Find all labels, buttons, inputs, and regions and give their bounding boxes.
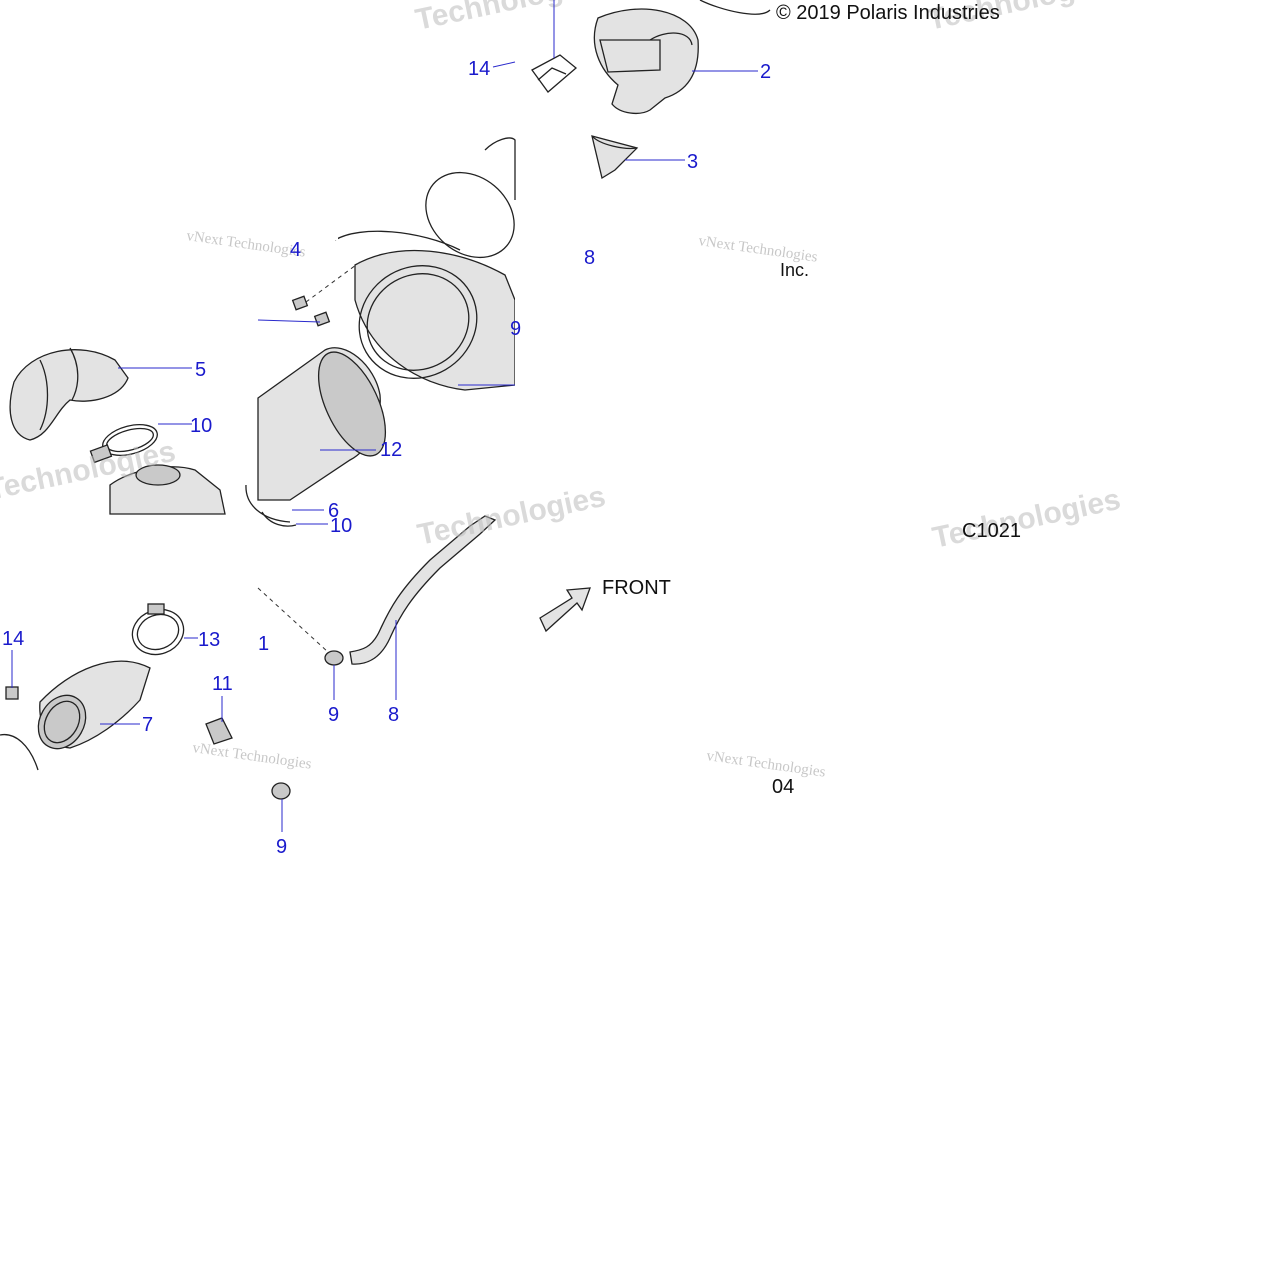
leader-lines — [11, 0, 758, 832]
callout-13: 13 — [198, 629, 220, 651]
part-small-clamp-b — [271, 782, 291, 800]
callout-9: 9 — [328, 704, 339, 726]
front-arrow-icon — [539, 587, 591, 633]
part-small-clamp-a — [257, 587, 344, 666]
callout-8: 8 — [388, 704, 399, 726]
part-intake-coupler — [37, 660, 151, 750]
callout-3: 3 — [687, 151, 698, 173]
drawing-code: C1021 — [962, 520, 1021, 542]
part-throttle-fragment — [109, 464, 226, 515]
part-clip-top — [531, 54, 578, 93]
part-airbox-lid — [593, 0, 771, 115]
part-fitting — [205, 717, 233, 745]
part-hose-clamp-b — [245, 484, 297, 527]
callout-14: 14 — [2, 628, 24, 650]
part-bolt — [0, 686, 39, 771]
part-airbox-housing — [334, 137, 516, 391]
part-hose-clamp-a — [89, 424, 158, 464]
watermark: Technologies — [415, 480, 609, 552]
watermark: Technologies — [413, 0, 607, 37]
callout-2: 2 — [760, 61, 771, 83]
part-screws — [291, 261, 361, 327]
callout-9: 9 — [276, 836, 287, 858]
callout-12: 12 — [380, 439, 402, 461]
copyright-text: © 2019 Polaris Industries — [776, 2, 1000, 24]
part-intake-elbow — [9, 347, 129, 441]
callout-10: 10 — [190, 415, 212, 437]
callout-14: 14 — [468, 58, 490, 80]
callout-fragment-9: 9 — [510, 318, 521, 340]
fragment-inc: Inc. — [780, 260, 809, 280]
callout-1: 1 — [258, 633, 269, 655]
part-hose-clamp-c — [131, 603, 185, 656]
part-breather-hose — [349, 515, 497, 665]
callout-10: 10 — [330, 515, 352, 537]
part-drain-cone — [591, 135, 639, 180]
callout-11: 11 — [212, 673, 233, 695]
callout-4: 4 — [290, 239, 301, 261]
callout-5: 5 — [195, 359, 206, 381]
callout-fragment-8: 8 — [584, 247, 595, 269]
watermark: vNext Technologies — [191, 740, 312, 773]
callouts: 14 2 3 4 5 10 12 6 10 14 13 1 11 7 9 8 9… — [2, 58, 771, 858]
callout-6: 6 — [328, 500, 339, 522]
front-label: FRONT — [602, 577, 671, 599]
fragment-04: 04 — [772, 776, 794, 798]
callout-7: 7 — [142, 714, 153, 736]
part-air-filter — [257, 347, 387, 501]
